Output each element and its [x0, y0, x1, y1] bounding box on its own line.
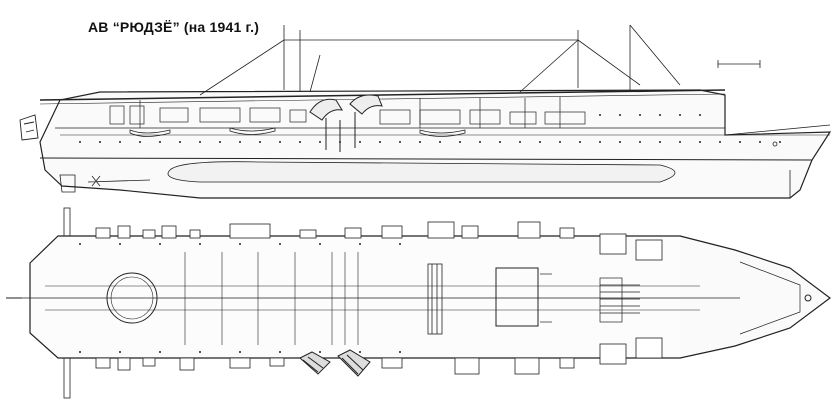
flight-deck-outline — [29, 235, 733, 359]
drawing-caption: АВ “РЮДЗЁ” (на 1941 г.) — [88, 19, 260, 35]
flight-deck-line — [39, 89, 726, 101]
arresting-wires — [184, 252, 359, 345]
bow-details — [724, 124, 831, 198]
funnels — [309, 94, 383, 152]
aft-elevator — [106, 272, 158, 324]
funnel-1 — [309, 98, 343, 121]
gun-sponsons-port — [95, 221, 663, 261]
masts-and-rigging — [199, 24, 681, 96]
bow-anchor-hawse — [804, 294, 812, 302]
ship-boats — [129, 127, 466, 137]
rudder — [59, 174, 76, 193]
forward-deck-fittings — [540, 273, 640, 323]
porthole-row — [79, 114, 781, 143]
forward-elevator — [495, 267, 539, 327]
side-profile-view — [19, 24, 832, 199]
crash-barrier — [427, 263, 443, 335]
scale-bar — [717, 60, 761, 68]
funnels-plan — [299, 349, 371, 377]
funnel-2 — [349, 94, 383, 115]
stern-flag — [19, 114, 39, 141]
anti-torpedo-bulge — [167, 161, 676, 183]
bow-plan — [679, 235, 831, 359]
propeller-shaft — [87, 175, 151, 187]
waterline — [39, 157, 813, 161]
side-gallery-details — [109, 97, 586, 128]
gun-sponsons-starboard — [95, 337, 663, 375]
plan-view — [6, 207, 831, 399]
deck-edge-dots — [79, 243, 401, 353]
